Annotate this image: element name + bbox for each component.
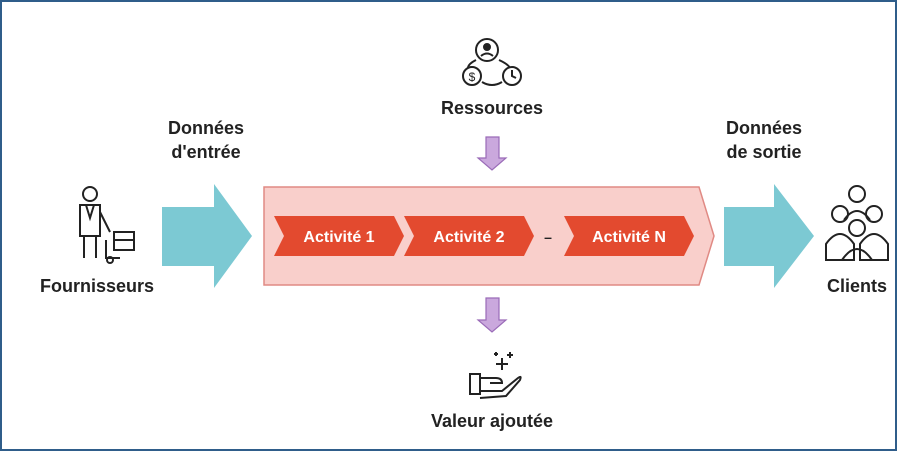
input-flow-arrow xyxy=(162,184,252,288)
activity-2-label: Activité 2 xyxy=(433,229,504,246)
output-flow-arrow xyxy=(724,184,814,288)
added-value-label: Valeur ajoutée xyxy=(431,411,553,431)
svg-text:$: $ xyxy=(469,70,476,84)
clients-label: Clients xyxy=(827,276,887,296)
output-data-label-line2: de sortie xyxy=(726,142,801,162)
activity-n-label: Activité N xyxy=(592,229,666,246)
input-data-label-line1: Données xyxy=(168,118,244,138)
input-data-label-line2: d'entrée xyxy=(171,142,240,162)
added-value-arrow xyxy=(476,297,508,333)
activity-1-label: Activité 1 xyxy=(303,229,374,246)
activity-ellipsis: – xyxy=(544,229,552,245)
resources-arrow xyxy=(476,136,508,171)
activity-1-chevron xyxy=(274,216,404,256)
activity-n-chevron xyxy=(564,216,694,256)
supplier-with-package-icon xyxy=(79,186,135,264)
activity-2-chevron xyxy=(404,216,534,256)
clients-group-icon xyxy=(825,185,889,261)
output-data-label-line1: Données xyxy=(726,118,802,138)
hand-sparkle-icon xyxy=(469,352,522,399)
suppliers-label: Fournisseurs xyxy=(40,276,154,296)
resources-label: Ressources xyxy=(441,98,543,118)
resources-cycle-icon: $ xyxy=(462,38,522,86)
